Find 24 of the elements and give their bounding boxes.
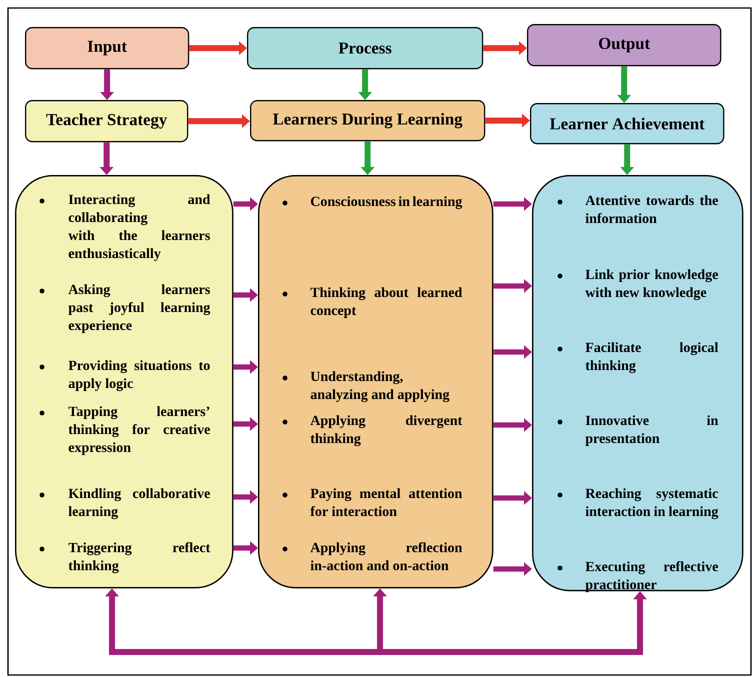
bullet-item: Paying mental attention for interaction	[282, 488, 462, 516]
heading-box: Learner Achievement	[530, 103, 724, 144]
heading-box: Input	[25, 27, 190, 70]
bullet-item: Applying reflection in-action and on-action	[282, 542, 462, 570]
bullet-item: Applying divergent thinking	[282, 415, 462, 446]
bullet-item: Reaching systematic interaction in learning	[558, 488, 718, 520]
bullet-item: Providing situations to apply logic	[40, 360, 210, 392]
bullet-item: Innovative in presentation	[558, 415, 718, 446]
bullet-item: Understanding, analyzing and applying	[282, 371, 450, 402]
bullet-item: Asking learners past joyful learning experience	[40, 284, 210, 333]
bullet-item: Link prior knowledge with new knowledge	[558, 269, 718, 300]
heading-box: Process	[247, 27, 484, 70]
bullet-item: Interacting and collaborating with the learners enthusiastically	[40, 194, 210, 261]
bullet-item: Tapping learners’ thinking for creative expression	[40, 406, 210, 455]
bullet-item: Thinking about learned concept	[282, 287, 462, 318]
bullet-item: Consciousness in learning	[282, 196, 462, 210]
heading-box: Learners During Learning	[250, 100, 486, 142]
bullet-item: Triggering reflect thinking	[40, 542, 210, 574]
heading-box: Output	[527, 24, 722, 66]
bullet-item: Kindling collaborative learning	[40, 488, 210, 520]
heading-box: Teacher Strategy	[25, 100, 188, 142]
bullet-item: Attentive towards the information	[558, 195, 718, 224]
bullet-item: Executing reflective practitioner	[558, 561, 718, 592]
bullet-item: Facilitate logical thinking	[558, 342, 718, 374]
